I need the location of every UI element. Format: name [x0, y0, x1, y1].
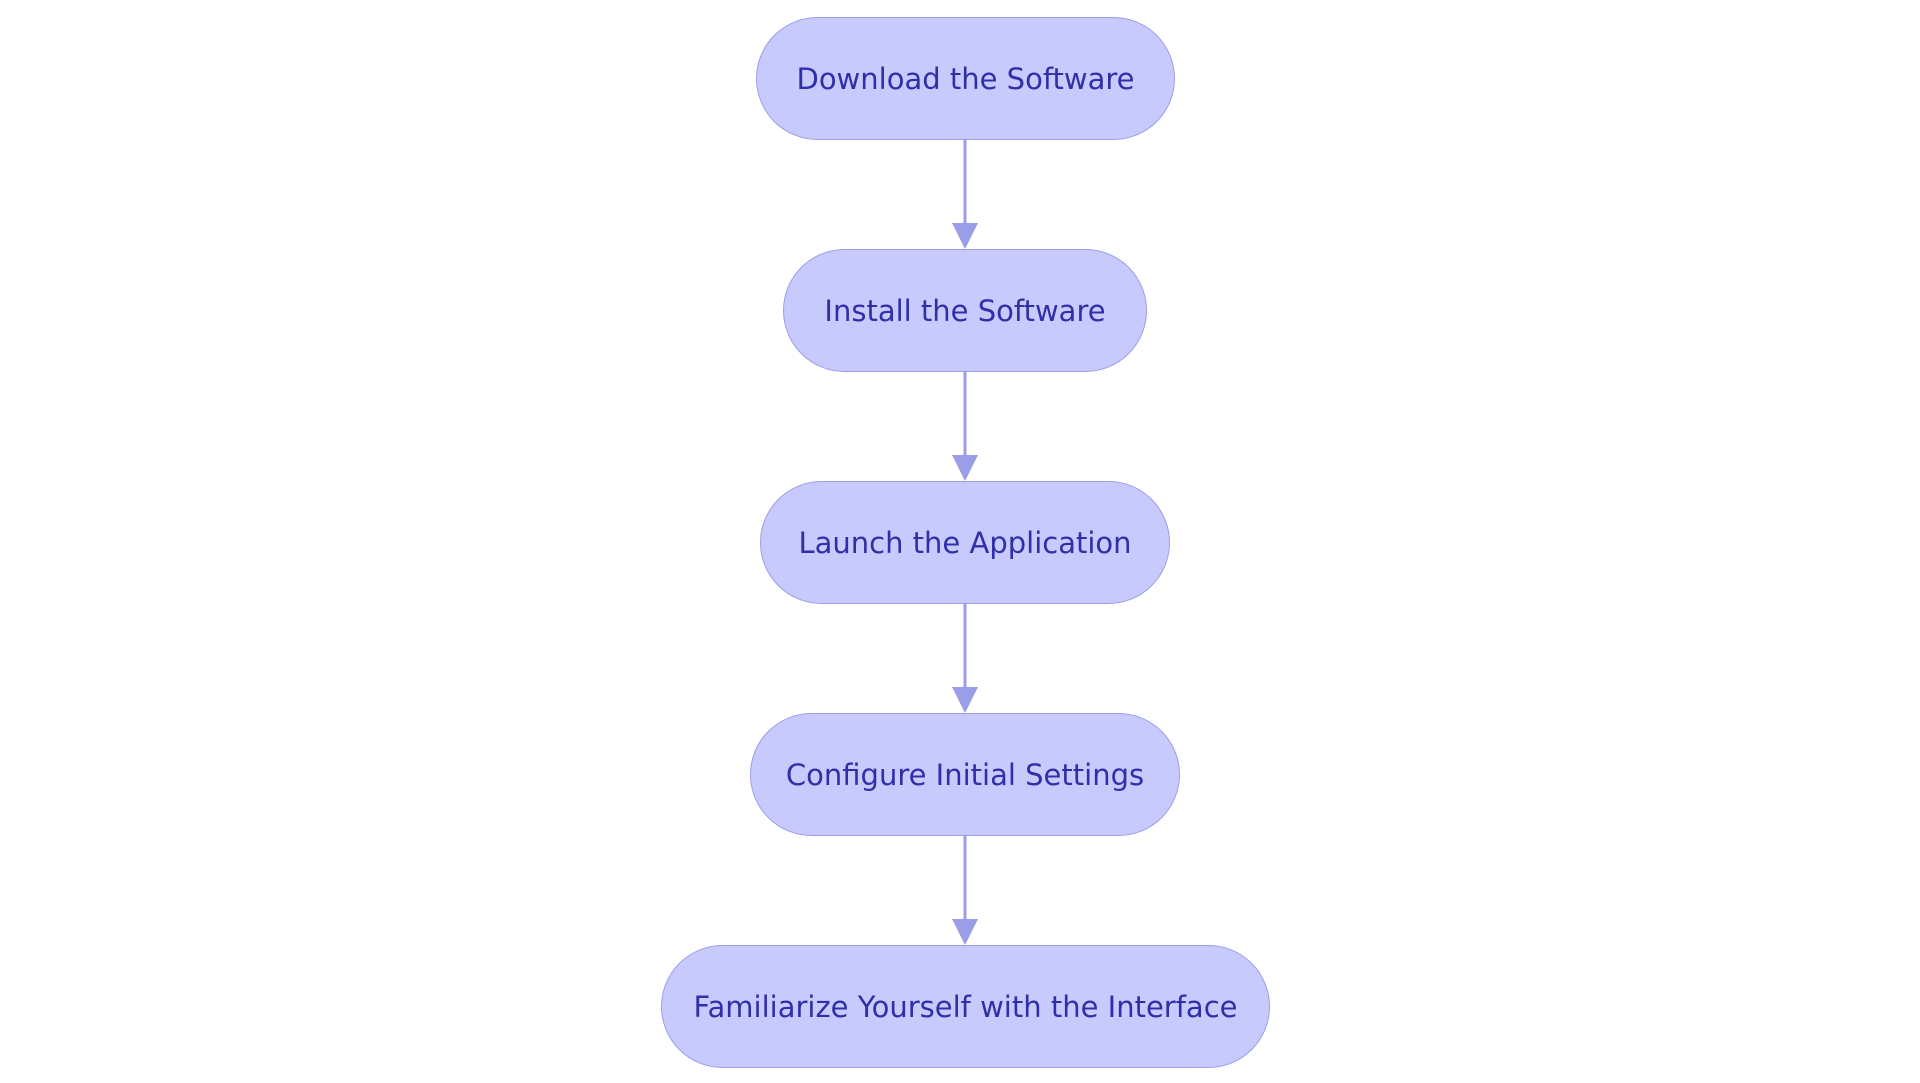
step-label: Launch the Application [798, 525, 1132, 560]
arrowhead-2-3 [952, 455, 978, 481]
step-label: Configure Initial Settings [785, 757, 1145, 792]
arrowhead-4-5 [952, 919, 978, 945]
step-label: Download the Software [796, 61, 1135, 96]
step-familiarize-interface: Familiarize Yourself with the Interface [661, 945, 1270, 1068]
step-install-software: Install the Software [783, 249, 1147, 372]
step-label: Install the Software [824, 293, 1106, 328]
step-download-software: Download the Software [756, 17, 1175, 140]
step-launch-application: Launch the Application [760, 481, 1170, 604]
step-label: Familiarize Yourself with the Interface [693, 989, 1238, 1024]
arrowhead-1-2 [952, 223, 978, 249]
arrowhead-3-4 [952, 687, 978, 713]
step-configure-settings: Configure Initial Settings [750, 713, 1180, 836]
